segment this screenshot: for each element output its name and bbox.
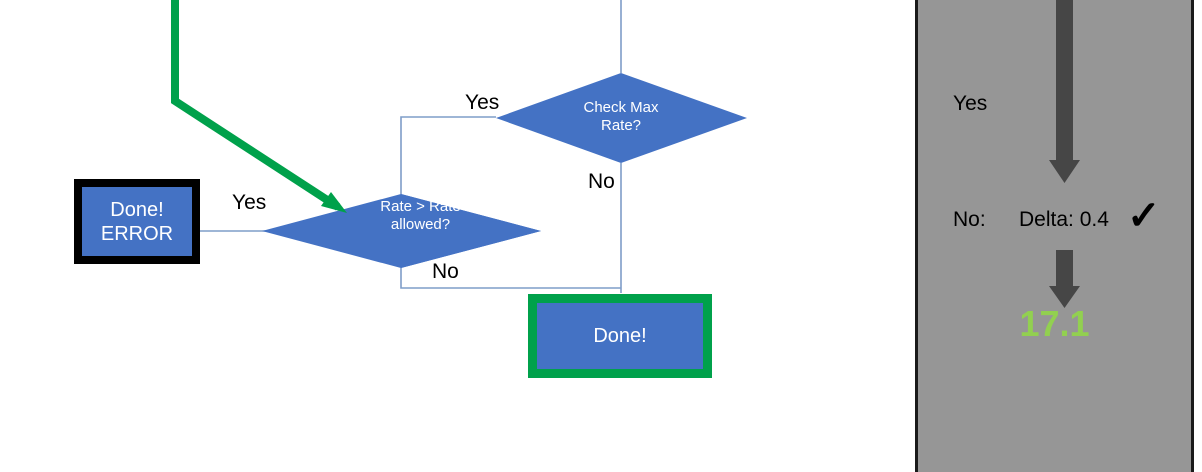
panel-arrow-short-shaft [1056,250,1073,288]
panel-arrow-short [1049,250,1080,308]
edge-label-no-rate-gt: No [432,260,459,283]
panel-no-label: No: [953,208,986,231]
node-check-max-rate-shape[interactable] [496,73,747,163]
connector-yes-check-max-to-rate-gt [400,116,496,194]
node-rate-gt-rate-allowed-shape[interactable] [262,194,541,268]
panel-arrow-long-head [1049,160,1080,183]
side-panel: Yes No: Delta: 0.4 ✓ 17.1 [915,0,1194,472]
node-done[interactable]: Done! [528,294,712,378]
green-highlight-path [171,0,347,213]
check-mark-icon: ✓ [1127,194,1161,238]
edge-label-no-check-max: No [588,170,615,193]
panel-arrow-long [1049,0,1080,183]
flowchart-graphics [171,0,747,293]
green-route-line [171,0,341,211]
panel-result-value: 17.1 [1019,303,1090,344]
panel-delta-value: Delta: 0.4 [1019,208,1109,231]
panel-arrow-long-shaft [1056,0,1073,162]
edge-label-yes-check-max: Yes [465,91,500,114]
node-done-error[interactable]: Done! ERROR [74,179,200,264]
flowchart-canvas: Check Max Rate? Rate > Rate allowed? Don… [74,0,747,378]
edge-label-yes-rate-gt: Yes [232,191,267,214]
green-route-arrowhead [321,192,347,213]
panel-yes-label: Yes [953,92,988,115]
connector-no-rate-gt-to-done [400,268,621,289]
panel-arrow-short-head [1049,286,1080,308]
side-panel-arrows [1049,0,1080,308]
